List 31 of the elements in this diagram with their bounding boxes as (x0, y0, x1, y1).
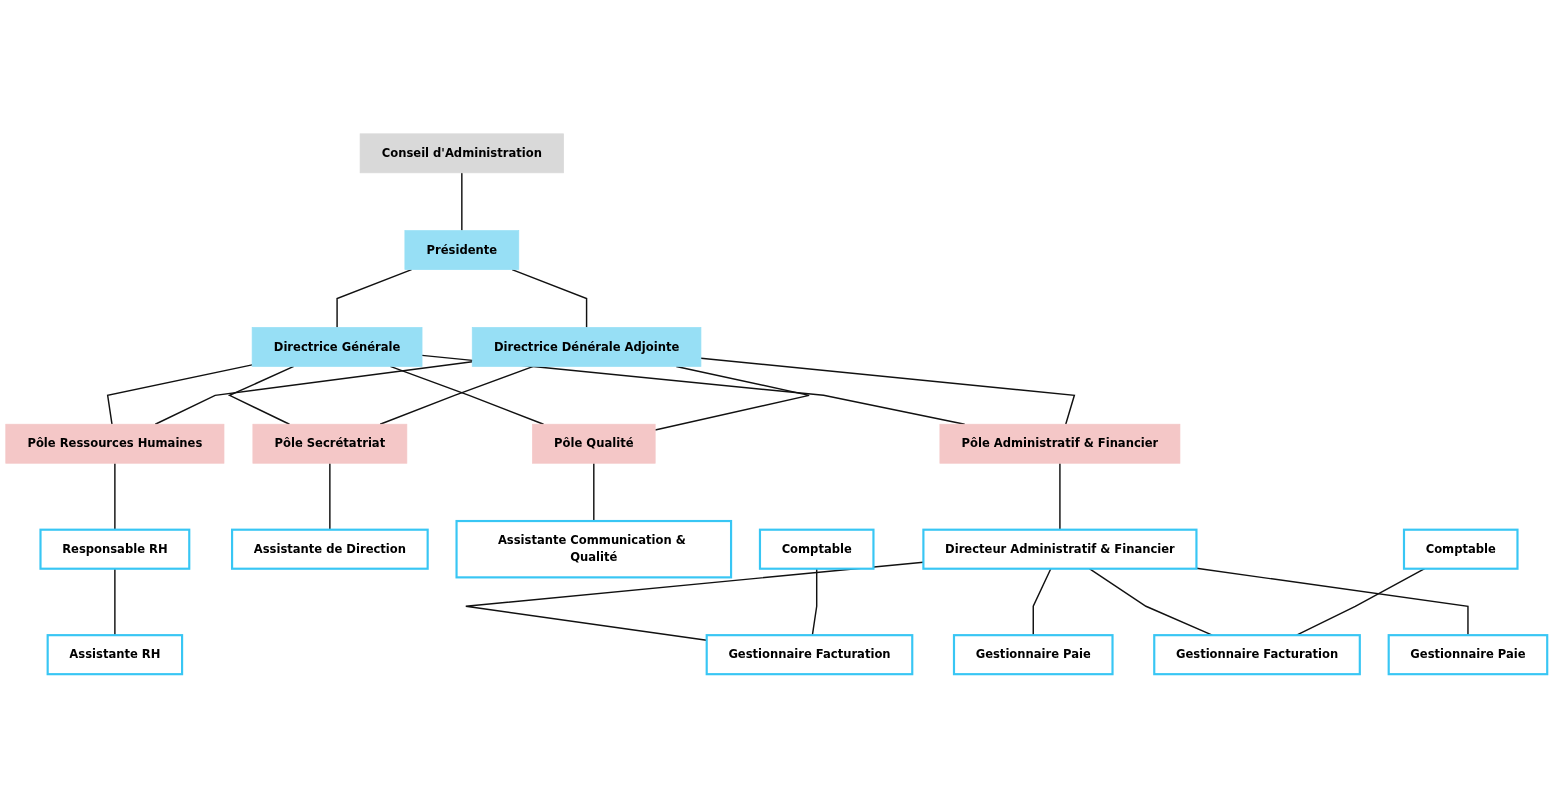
connector (654, 365, 810, 431)
connector (1032, 568, 1052, 636)
node-box: Assistante de Direction (231, 528, 429, 570)
connector (106, 364, 253, 425)
connector (461, 172, 463, 232)
node-box: Gestionnaire Facturation (1153, 634, 1361, 676)
node-box: Directeur Administratif & Financier (922, 528, 1198, 570)
node-box: Pôle Secrétatriat (252, 423, 408, 464)
node-box: Pôle Qualité (532, 423, 656, 464)
node-box: Gestionnaire Facturation (705, 634, 914, 676)
node-box: Gestionnaire Paie (952, 634, 1114, 676)
connector (593, 462, 595, 522)
node-box: Directrice Dénérale Adjointe (471, 327, 702, 367)
connector (114, 568, 116, 636)
node-box: Assistante RH (46, 634, 184, 676)
node-box: Directrice Générale (251, 327, 423, 367)
connector (811, 568, 818, 636)
connector (511, 268, 588, 329)
node-box: Comptable (1402, 528, 1519, 570)
connector (336, 268, 413, 329)
connector (154, 361, 473, 425)
node-box: Responsable RH (39, 528, 191, 570)
node-box: Comptable (758, 528, 875, 570)
node-box: Présidente (404, 230, 520, 270)
node-box: Gestionnaire Paie (1387, 634, 1549, 676)
node-box: Assistante Communication & Qualité (455, 519, 733, 579)
node-box: Pôle Administratif & Financier (939, 423, 1181, 464)
node-box: Pôle Ressources Humaines (5, 423, 225, 464)
node-box: Conseil d'Administration (359, 133, 564, 174)
connector (700, 357, 1076, 425)
connector (1195, 567, 1469, 636)
